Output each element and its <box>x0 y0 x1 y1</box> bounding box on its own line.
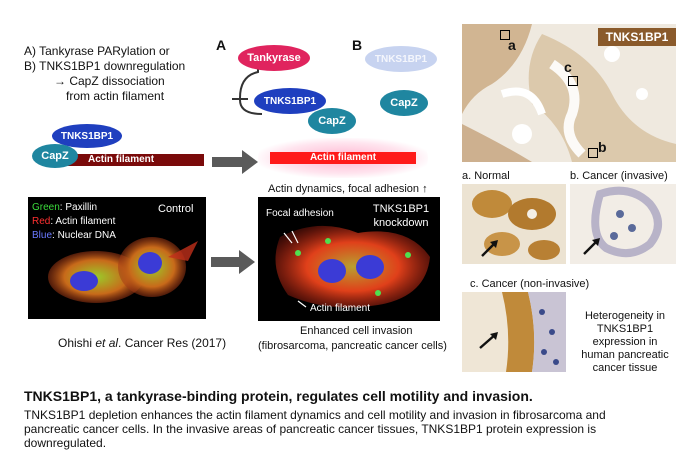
tnks1bp1-ellipse-a: TNKS1BP1 <box>254 88 326 114</box>
legend-blue-key: Blue <box>32 230 53 241</box>
heterogeneity-line2: TNKS1BP1 <box>596 323 654 335</box>
summary-headline: TNKS1BP1, a tankyrase-binding protein, r… <box>24 388 533 404</box>
actin-dynamics-note: Actin dynamics, focal adhesion ↑ <box>268 183 428 195</box>
control-fluorescence-image <box>28 197 206 319</box>
knockdown-cells-illustration <box>275 225 430 308</box>
tnks1bp1-ellipse-b-faded: TNKS1BP1 <box>365 46 437 72</box>
panel-c-image <box>462 292 566 372</box>
panel-a-label: a. Normal <box>462 170 510 182</box>
citation: Ohishi et al. Cancer Res (2017) <box>58 336 226 350</box>
invasion-line1: Enhanced cell invasion <box>300 325 413 337</box>
knockdown-title-line2: knockdown <box>373 217 429 229</box>
scheme-label-a: A <box>216 37 227 53</box>
citation-rest: . Cancer Res (2017) <box>118 336 227 350</box>
mechanism-line-a: A) Tankyrase PARylation or <box>24 44 170 58</box>
panel-b-illustration <box>570 184 676 264</box>
legend-red: Red: Actin filament <box>32 215 115 229</box>
capz-ellipse-b: CapZ <box>380 90 428 116</box>
knockdown-actin-label: Actin filament <box>310 303 371 314</box>
heterogeneity-line5: cancer tissue <box>592 362 658 374</box>
citation-author: Ohishi <box>58 336 96 350</box>
tissue-overview-image <box>462 24 676 162</box>
knockdown-fluorescence-image <box>258 197 440 321</box>
tissue-overview-illustration <box>462 24 676 162</box>
mechanism-line-d: from actin filament <box>66 89 165 103</box>
tankyrase-ellipse: Tankyrase <box>238 45 310 71</box>
panel-b-label: b. Cancer (invasive) <box>570 170 668 182</box>
citation-etal: et al <box>95 336 119 350</box>
legend-blue: Blue: Nuclear DNA <box>32 229 116 243</box>
legend-blue-text: : Nuclear DNA <box>52 230 116 241</box>
panel-a-image <box>462 184 566 264</box>
panel-c-label: c. Cancer (non-invasive) <box>470 278 590 290</box>
legend-green: Green: Paxillin <box>32 201 97 215</box>
heterogeneity-line1: Heterogeneity in <box>584 310 666 322</box>
marker-c: c <box>564 59 572 75</box>
legend-green-text: : Paxillin <box>59 202 98 213</box>
transition-arrow-icon <box>212 150 258 174</box>
actin-filament-bar-left: Actin filament <box>66 154 204 166</box>
legend-red-key: Red <box>32 216 51 227</box>
panel-c-illustration <box>462 292 566 372</box>
legend-green-key: Green <box>32 202 60 213</box>
knockdown-title-line1: TNKS1BP1 <box>372 203 430 215</box>
scheme-label-b: B <box>352 37 363 53</box>
panel-a-illustration <box>462 184 566 264</box>
marker-box-b <box>588 148 598 158</box>
panel-b-image <box>570 184 676 264</box>
capz-ellipse-left: CapZ <box>32 144 78 168</box>
invasion-line2: (fibrosarcoma, pancreatic cancer cells) <box>258 340 447 352</box>
heterogeneity-line3: expression in <box>592 336 658 348</box>
capz-ellipse-a: CapZ <box>308 108 356 134</box>
mechanism-line-c: → CapZ dissociation <box>54 74 165 88</box>
focal-adhesion-label: Focal adhesion <box>266 208 334 219</box>
summary-body-line2: pancreatic cancer cells. In the invasive… <box>24 422 597 436</box>
knockdown-arrow-icon <box>211 250 255 274</box>
marker-box-c <box>568 76 578 86</box>
summary-body-line1: TNKS1BP1 depletion enhances the actin fi… <box>24 408 606 422</box>
heterogeneity-line4: human pancreatic <box>581 349 669 361</box>
mechanism-line-b: B) TNKS1BP1 downregulation <box>24 59 186 73</box>
inhibition-connector <box>232 66 263 115</box>
summary-body-line3: downregulated. <box>24 436 107 450</box>
legend-red-text: : Actin filament <box>50 216 116 227</box>
control-cells-illustration <box>48 237 198 303</box>
actin-filament-bar-right: Actin filament <box>270 152 416 164</box>
marker-b: b <box>598 139 607 155</box>
stain-label: TNKS1BP1 <box>598 28 676 46</box>
marker-box-a <box>500 30 510 40</box>
control-title: Control <box>158 203 194 215</box>
marker-a: a <box>508 37 516 53</box>
